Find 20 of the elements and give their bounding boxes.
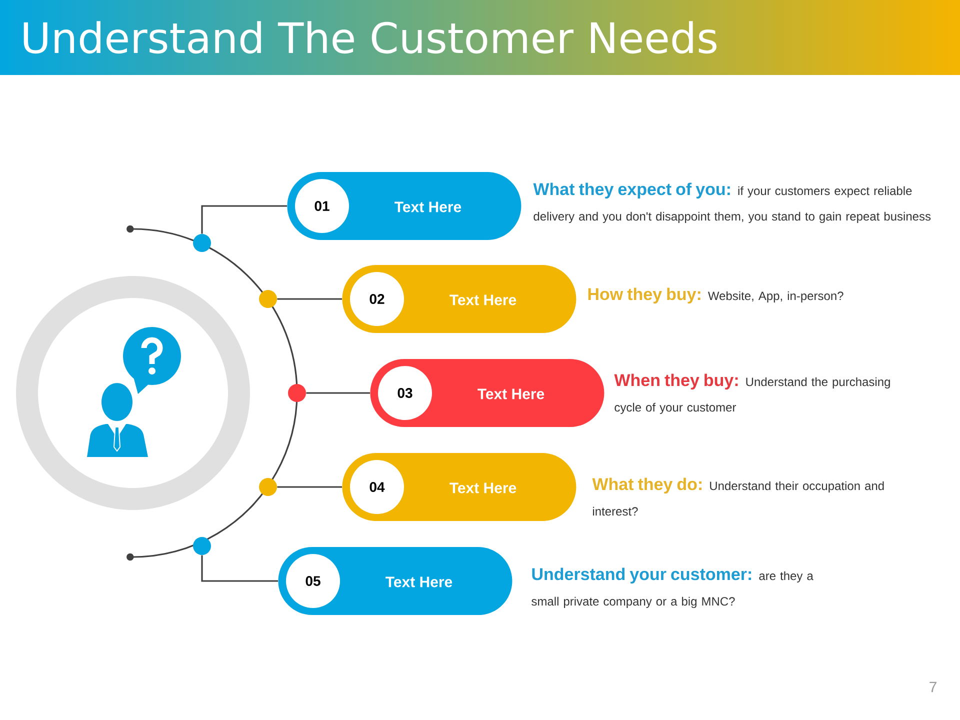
description-text: When they buy: Understand the purchasing cycle of your customer [614,374,890,414]
connector-line [277,298,342,300]
dot [259,478,277,496]
dot [288,384,306,402]
description-text: What they expect of you: if your customers expect reliable delivery and you don't disappoint them, you stand to gain repeat business [533,182,931,223]
title: Understand The Customer Needs [24,21,716,54]
description-text: How they buy: Website, App, in-person? [588,288,844,304]
dot [193,234,211,252]
dot [193,537,211,555]
node-label: What they do: [592,478,702,494]
dot [259,290,277,308]
page-number: 7 [930,682,936,692]
connector-line [201,555,278,582]
connector-line [306,392,370,394]
description-text: Understand your customer: are they a small private company or a big MNC? [532,568,814,608]
connector-line [277,486,342,488]
connector-line [201,205,287,234]
description-text: What they do: Understand their occupation and interest? [592,478,884,516]
node-label: Understand their occupation and [710,481,884,492]
node-label: interest? [593,506,638,516]
